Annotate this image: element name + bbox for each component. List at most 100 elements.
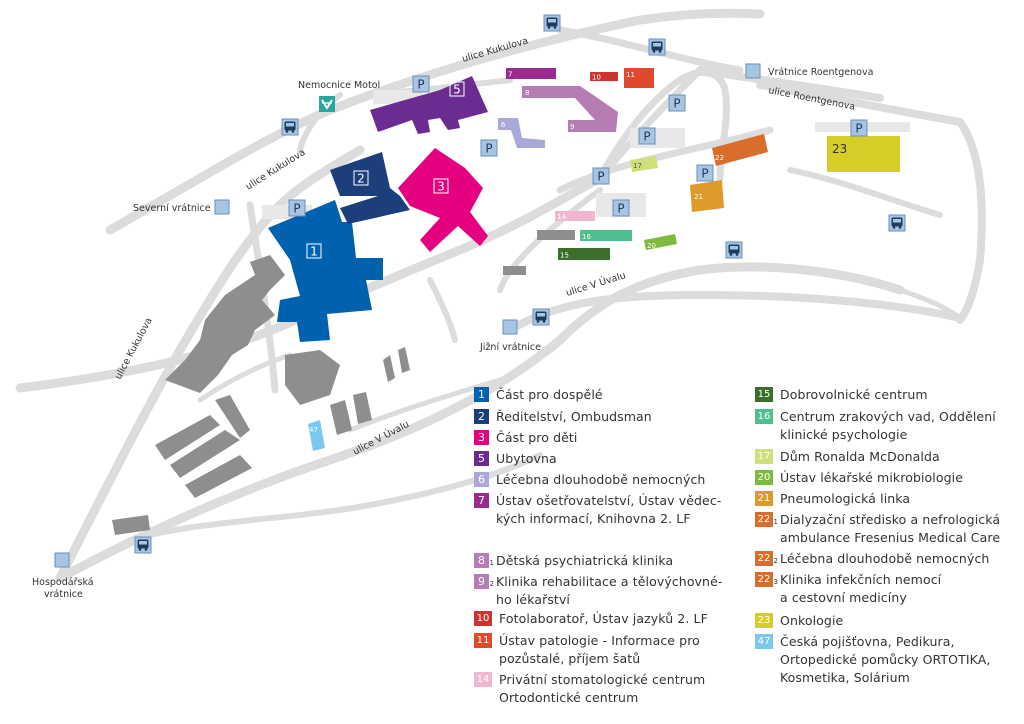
legend-item-6: 6 Léčebna dlouhodobě nemocných (474, 471, 705, 489)
legend-badge: 47 (755, 634, 773, 649)
label-hospodarska-2: vrátnice (44, 589, 83, 600)
parking-signs: P P P P P P P P P (288, 75, 868, 217)
legend-badge: 6 (474, 472, 489, 487)
building-5[interactable]: 5 (370, 76, 488, 134)
label-nemocnice-motol: Nemocnice Motol (298, 80, 380, 91)
building-21-number: 21 (694, 193, 703, 201)
legend-label: Ředitelství, Ombudsman (496, 409, 652, 424)
label-severni-vratnice: Severní vrátnice (133, 203, 211, 214)
legend-badge: 16 (755, 409, 773, 424)
parking-icon[interactable]: P (480, 139, 498, 157)
building-10[interactable]: 10 (590, 72, 618, 82)
svg-text:P: P (417, 78, 424, 92)
building-16[interactable]: 16 (580, 230, 632, 241)
building-3[interactable]: 3 (398, 148, 488, 252)
legend-label: Část pro děti (496, 430, 578, 445)
gate-jizni-icon[interactable] (502, 319, 518, 335)
legend-item-2: 2 Ředitelství, Ombudsman (474, 408, 652, 426)
building-47[interactable]: 47 (308, 420, 325, 451)
building-3-number: 3 (437, 180, 445, 194)
legend-label: Ubytovna (496, 451, 557, 466)
parking-icon[interactable]: P (612, 199, 630, 217)
legend-badge: 23 (755, 613, 773, 628)
bus-icon[interactable] (888, 214, 906, 232)
bus-icon[interactable] (648, 38, 666, 56)
building-6[interactable]: 6 (498, 118, 545, 148)
parking-icon[interactable]: P (696, 164, 714, 182)
building-16-number: 16 (582, 233, 591, 241)
legend-label: Česká pojišťovna, Pedikura,Ortopedické p… (780, 634, 991, 685)
road-network (15, 8, 986, 583)
legend-badge: 11 (474, 633, 492, 648)
building-5-number: 5 (453, 83, 461, 97)
legend-badge: 14 (474, 672, 492, 687)
legend-item-5: 5 Ubytovna (474, 450, 557, 468)
building-8-9[interactable]: 8 9 (522, 86, 618, 132)
gate-hospodarska-icon[interactable] (54, 552, 70, 568)
bus-icon[interactable] (134, 536, 152, 554)
building-10-number: 10 (592, 74, 601, 82)
legend-item-47: 47 Česká pojišťovna, Pedikura,Ortopedick… (755, 633, 990, 687)
legend-item-23: 23 Onkologie (755, 612, 843, 630)
building-20[interactable]: 20 (644, 234, 677, 250)
building-22[interactable]: 22 (712, 134, 768, 166)
legend-badge: 17 (755, 449, 773, 464)
parking-icon[interactable]: P (412, 75, 430, 93)
gate-roentgenova-icon[interactable] (745, 63, 761, 79)
building-17[interactable]: 17 (630, 156, 658, 172)
legend-badge: 15 (755, 387, 773, 402)
legend-label: Ústav lékařské mikrobiologie (780, 470, 964, 485)
parking-icon[interactable]: P (850, 119, 868, 137)
legend-item-3: 3 Část pro děti (474, 429, 578, 447)
building-1[interactable]: 1 (268, 200, 383, 342)
parking-icon[interactable]: P (592, 167, 610, 185)
legend-label: Pneumologická linka (780, 491, 911, 506)
parking-icon[interactable]: P (638, 127, 656, 145)
building-8-number: 8 (525, 89, 529, 97)
bus-icon[interactable] (532, 308, 550, 326)
label-hospodarska-1: Hospodářská (32, 577, 94, 588)
legend-badge: 2 (474, 409, 489, 424)
svg-text:P: P (673, 97, 680, 111)
svg-text:P: P (293, 202, 300, 216)
building-21[interactable]: 21 (690, 180, 724, 212)
label-jizni-vratnice: Jižní vrátnice (479, 342, 541, 353)
svg-text:P: P (597, 170, 604, 184)
building-47-number: 47 (309, 426, 318, 434)
building-17-number: 17 (633, 162, 642, 170)
svg-text:P: P (485, 142, 492, 156)
label-vratnice-roentgenova: Vrátnice Roentgenova (768, 67, 873, 78)
legend-badge: 7 (474, 493, 489, 508)
bus-icon[interactable] (543, 14, 561, 32)
bus-icon[interactable] (281, 118, 299, 136)
building-22-number: 22 (715, 154, 724, 162)
legend-badge: 1 (474, 387, 489, 402)
building-23[interactable]: 23 (827, 136, 900, 172)
parking-icon[interactable]: P (668, 94, 686, 112)
building-9-number: 9 (570, 123, 574, 131)
legend-label: Onkologie (780, 613, 844, 628)
building-7[interactable]: 7 (506, 68, 556, 79)
building-14[interactable]: 14 (555, 211, 595, 221)
bus-icon[interactable] (725, 241, 743, 259)
parking-icon[interactable]: P (288, 199, 306, 217)
building-7-number: 7 (508, 71, 512, 79)
building-11[interactable]: 11 (624, 68, 654, 88)
building-2[interactable]: 2 (330, 152, 410, 224)
building-15[interactable]: 15 (558, 248, 610, 260)
gate-severni-icon[interactable] (214, 199, 230, 215)
